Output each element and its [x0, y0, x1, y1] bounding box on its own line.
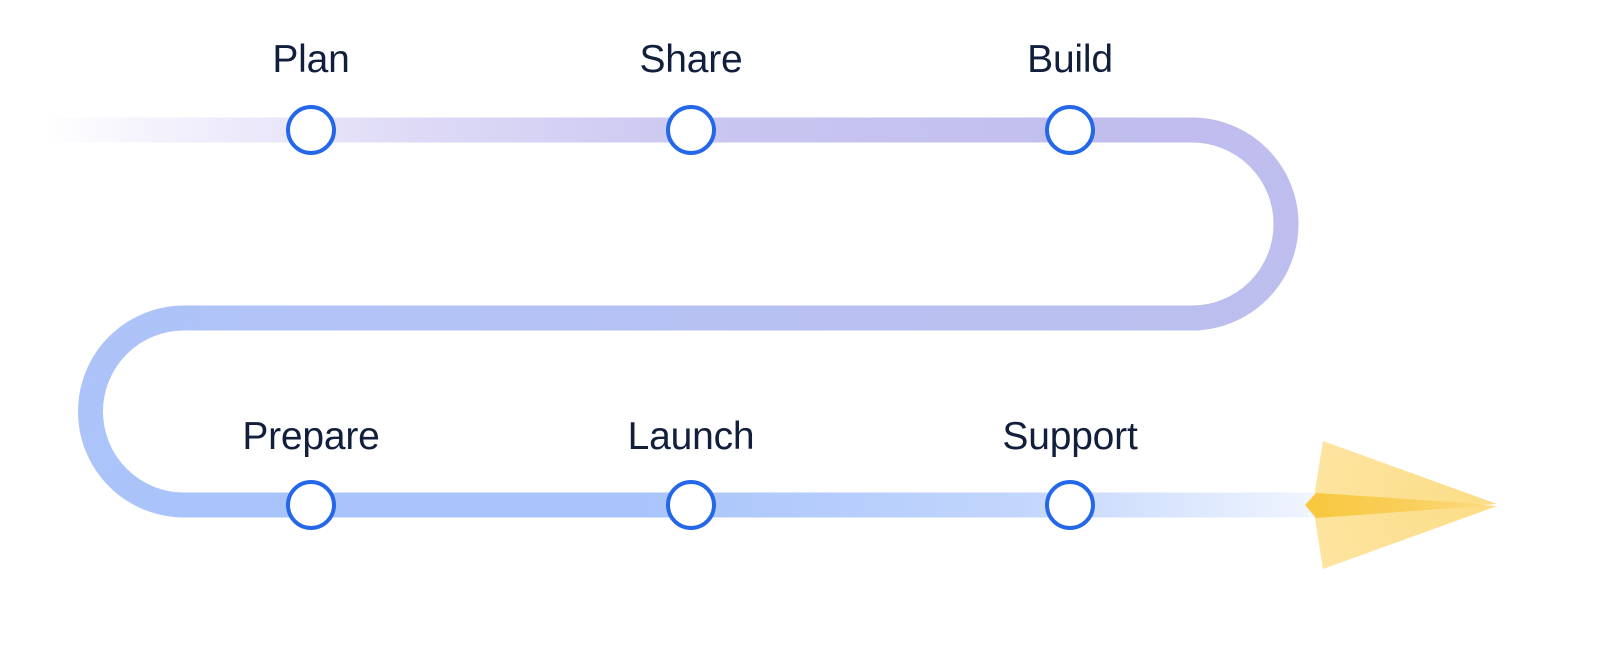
step-node-build[interactable] [1045, 105, 1095, 155]
step-node-prepare[interactable] [286, 480, 336, 530]
step-node-launch[interactable] [666, 480, 716, 530]
step-label-prepare: Prepare [242, 415, 380, 458]
step-label-plan: Plan [272, 38, 350, 81]
step-label-support: Support [1002, 415, 1138, 458]
step-label-share: Share [639, 38, 743, 81]
paper-plane-arrow [1305, 441, 1497, 569]
step-node-support[interactable] [1045, 480, 1095, 530]
step-node-share[interactable] [666, 105, 716, 155]
step-label-launch: Launch [627, 415, 755, 458]
step-node-plan[interactable] [286, 105, 336, 155]
step-label-build: Build [1027, 38, 1113, 81]
